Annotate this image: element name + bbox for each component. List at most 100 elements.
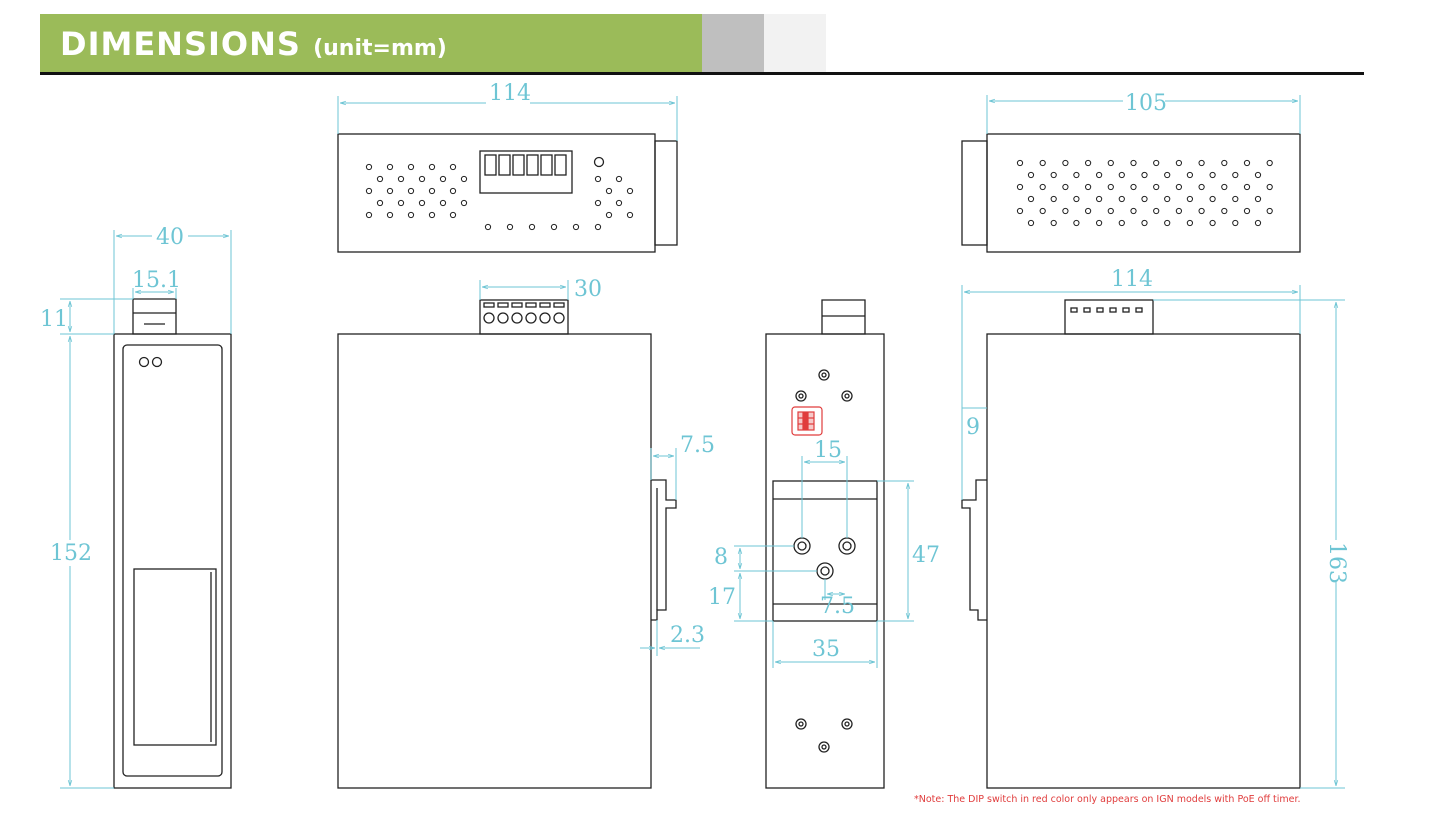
vent-hole bbox=[1221, 159, 1228, 167]
vent-hole bbox=[418, 175, 426, 183]
vent-hole bbox=[1118, 219, 1125, 227]
side-led-1 bbox=[138, 356, 150, 368]
vent-hole bbox=[1266, 159, 1273, 167]
vent-hole bbox=[572, 223, 580, 231]
vent-hole bbox=[594, 199, 602, 207]
vent-hole bbox=[1254, 171, 1262, 179]
vent-hole bbox=[1130, 207, 1137, 215]
vent-hole bbox=[1221, 183, 1228, 191]
vent-hole bbox=[418, 199, 426, 207]
vent-hole bbox=[1096, 171, 1103, 179]
vent-hole bbox=[449, 211, 457, 219]
vent-hole bbox=[615, 175, 623, 183]
vent-hole bbox=[1198, 207, 1205, 215]
vent-hole bbox=[376, 199, 384, 207]
dim-label-7-5-right: 7.5 bbox=[680, 433, 715, 458]
vent-hole bbox=[1027, 171, 1035, 179]
vent-hole bbox=[407, 211, 415, 219]
vent-hole bbox=[1085, 207, 1092, 215]
vent-hole bbox=[407, 163, 415, 171]
vent-hole bbox=[1266, 183, 1273, 191]
dim-label-40: 40 bbox=[156, 225, 184, 250]
header-bar bbox=[40, 14, 702, 72]
vent-hole bbox=[428, 211, 436, 219]
vent-hole bbox=[1175, 183, 1183, 191]
back-connector bbox=[821, 299, 866, 335]
vent-hole bbox=[1243, 183, 1251, 191]
dim-label-8: 8 bbox=[714, 545, 728, 570]
header-accent-grey bbox=[702, 14, 764, 72]
vent-hole bbox=[605, 211, 613, 219]
vent-hole bbox=[1130, 183, 1137, 191]
dim-label-7-5-bottom: 7.5 bbox=[820, 594, 855, 619]
clip-screw-2 bbox=[838, 537, 856, 555]
dim-label-15: 15 bbox=[814, 438, 842, 463]
right-front-body bbox=[986, 333, 1301, 789]
vent-hole bbox=[1175, 207, 1183, 215]
vent-hole bbox=[1209, 195, 1216, 203]
top-terminal-pins bbox=[484, 154, 567, 176]
vent-hole bbox=[615, 199, 623, 207]
side-panel bbox=[122, 344, 223, 777]
dim-label-114-top: 114 bbox=[489, 81, 531, 106]
vent-hole bbox=[1153, 159, 1160, 167]
vent-hole bbox=[1073, 171, 1080, 179]
vent-hole bbox=[626, 187, 634, 195]
vent-hole bbox=[1186, 171, 1194, 179]
dim-label-15-1: 15.1 bbox=[132, 268, 181, 293]
vent-hole bbox=[1198, 183, 1205, 191]
vent-hole bbox=[1141, 219, 1148, 227]
vent-hole bbox=[428, 163, 436, 171]
right-front-view bbox=[961, 299, 1301, 789]
title-text: DIMENSIONS bbox=[60, 25, 301, 63]
back-view-body bbox=[765, 333, 885, 789]
front-terminal-block bbox=[479, 299, 569, 335]
vent-hole bbox=[1243, 207, 1251, 215]
title-unit: (unit=mm) bbox=[313, 36, 447, 61]
dim-label-163: 163 bbox=[1324, 542, 1349, 584]
vent-hole bbox=[1266, 207, 1273, 215]
dimension-labels: 114 105 40 15.1 11 152 30 7.5 2.3 15 8 1… bbox=[40, 80, 1349, 662]
dip-switch bbox=[791, 406, 823, 436]
vent-hole bbox=[407, 187, 415, 195]
top-terminal-block bbox=[479, 150, 573, 194]
rear-top-body bbox=[986, 133, 1301, 253]
dim-label-114-right: 114 bbox=[1111, 267, 1153, 292]
vent-hole bbox=[1073, 195, 1080, 203]
vent-hole bbox=[594, 175, 602, 183]
dim-label-17: 17 bbox=[708, 585, 736, 610]
vent-hole bbox=[1085, 183, 1092, 191]
side-label-area bbox=[133, 568, 217, 746]
dim-label-9: 9 bbox=[966, 415, 980, 440]
top-led bbox=[593, 156, 605, 168]
vent-hole bbox=[376, 175, 384, 183]
vent-hole bbox=[1107, 159, 1114, 167]
vent-hole bbox=[1164, 171, 1171, 179]
vent-hole bbox=[1062, 159, 1069, 167]
vent-hole bbox=[626, 211, 634, 219]
side-connector bbox=[132, 298, 177, 335]
vent-hole bbox=[1073, 219, 1080, 227]
vent-hole bbox=[1198, 159, 1205, 167]
dim-label-2-3: 2.3 bbox=[670, 623, 705, 648]
header-rule bbox=[40, 72, 1364, 75]
vent-hole bbox=[386, 163, 394, 171]
vent-hole bbox=[1118, 195, 1125, 203]
vent-hole bbox=[1039, 207, 1046, 215]
vent-hole bbox=[397, 199, 405, 207]
vent-hole bbox=[1209, 219, 1216, 227]
vent-hole bbox=[1062, 207, 1069, 215]
vent-hole bbox=[1186, 195, 1194, 203]
right-din-clip bbox=[961, 479, 987, 621]
vent-hole bbox=[484, 223, 492, 231]
vent-hole bbox=[386, 211, 394, 219]
vent-hole bbox=[528, 223, 536, 231]
vent-hole bbox=[1107, 207, 1114, 215]
rail-clip-plate bbox=[772, 480, 878, 622]
vent-hole bbox=[397, 175, 405, 183]
dim-label-11: 11 bbox=[40, 307, 68, 332]
vent-hole bbox=[1186, 219, 1194, 227]
top-vent-holes bbox=[365, 163, 634, 231]
rear-vent-holes bbox=[1016, 159, 1273, 227]
